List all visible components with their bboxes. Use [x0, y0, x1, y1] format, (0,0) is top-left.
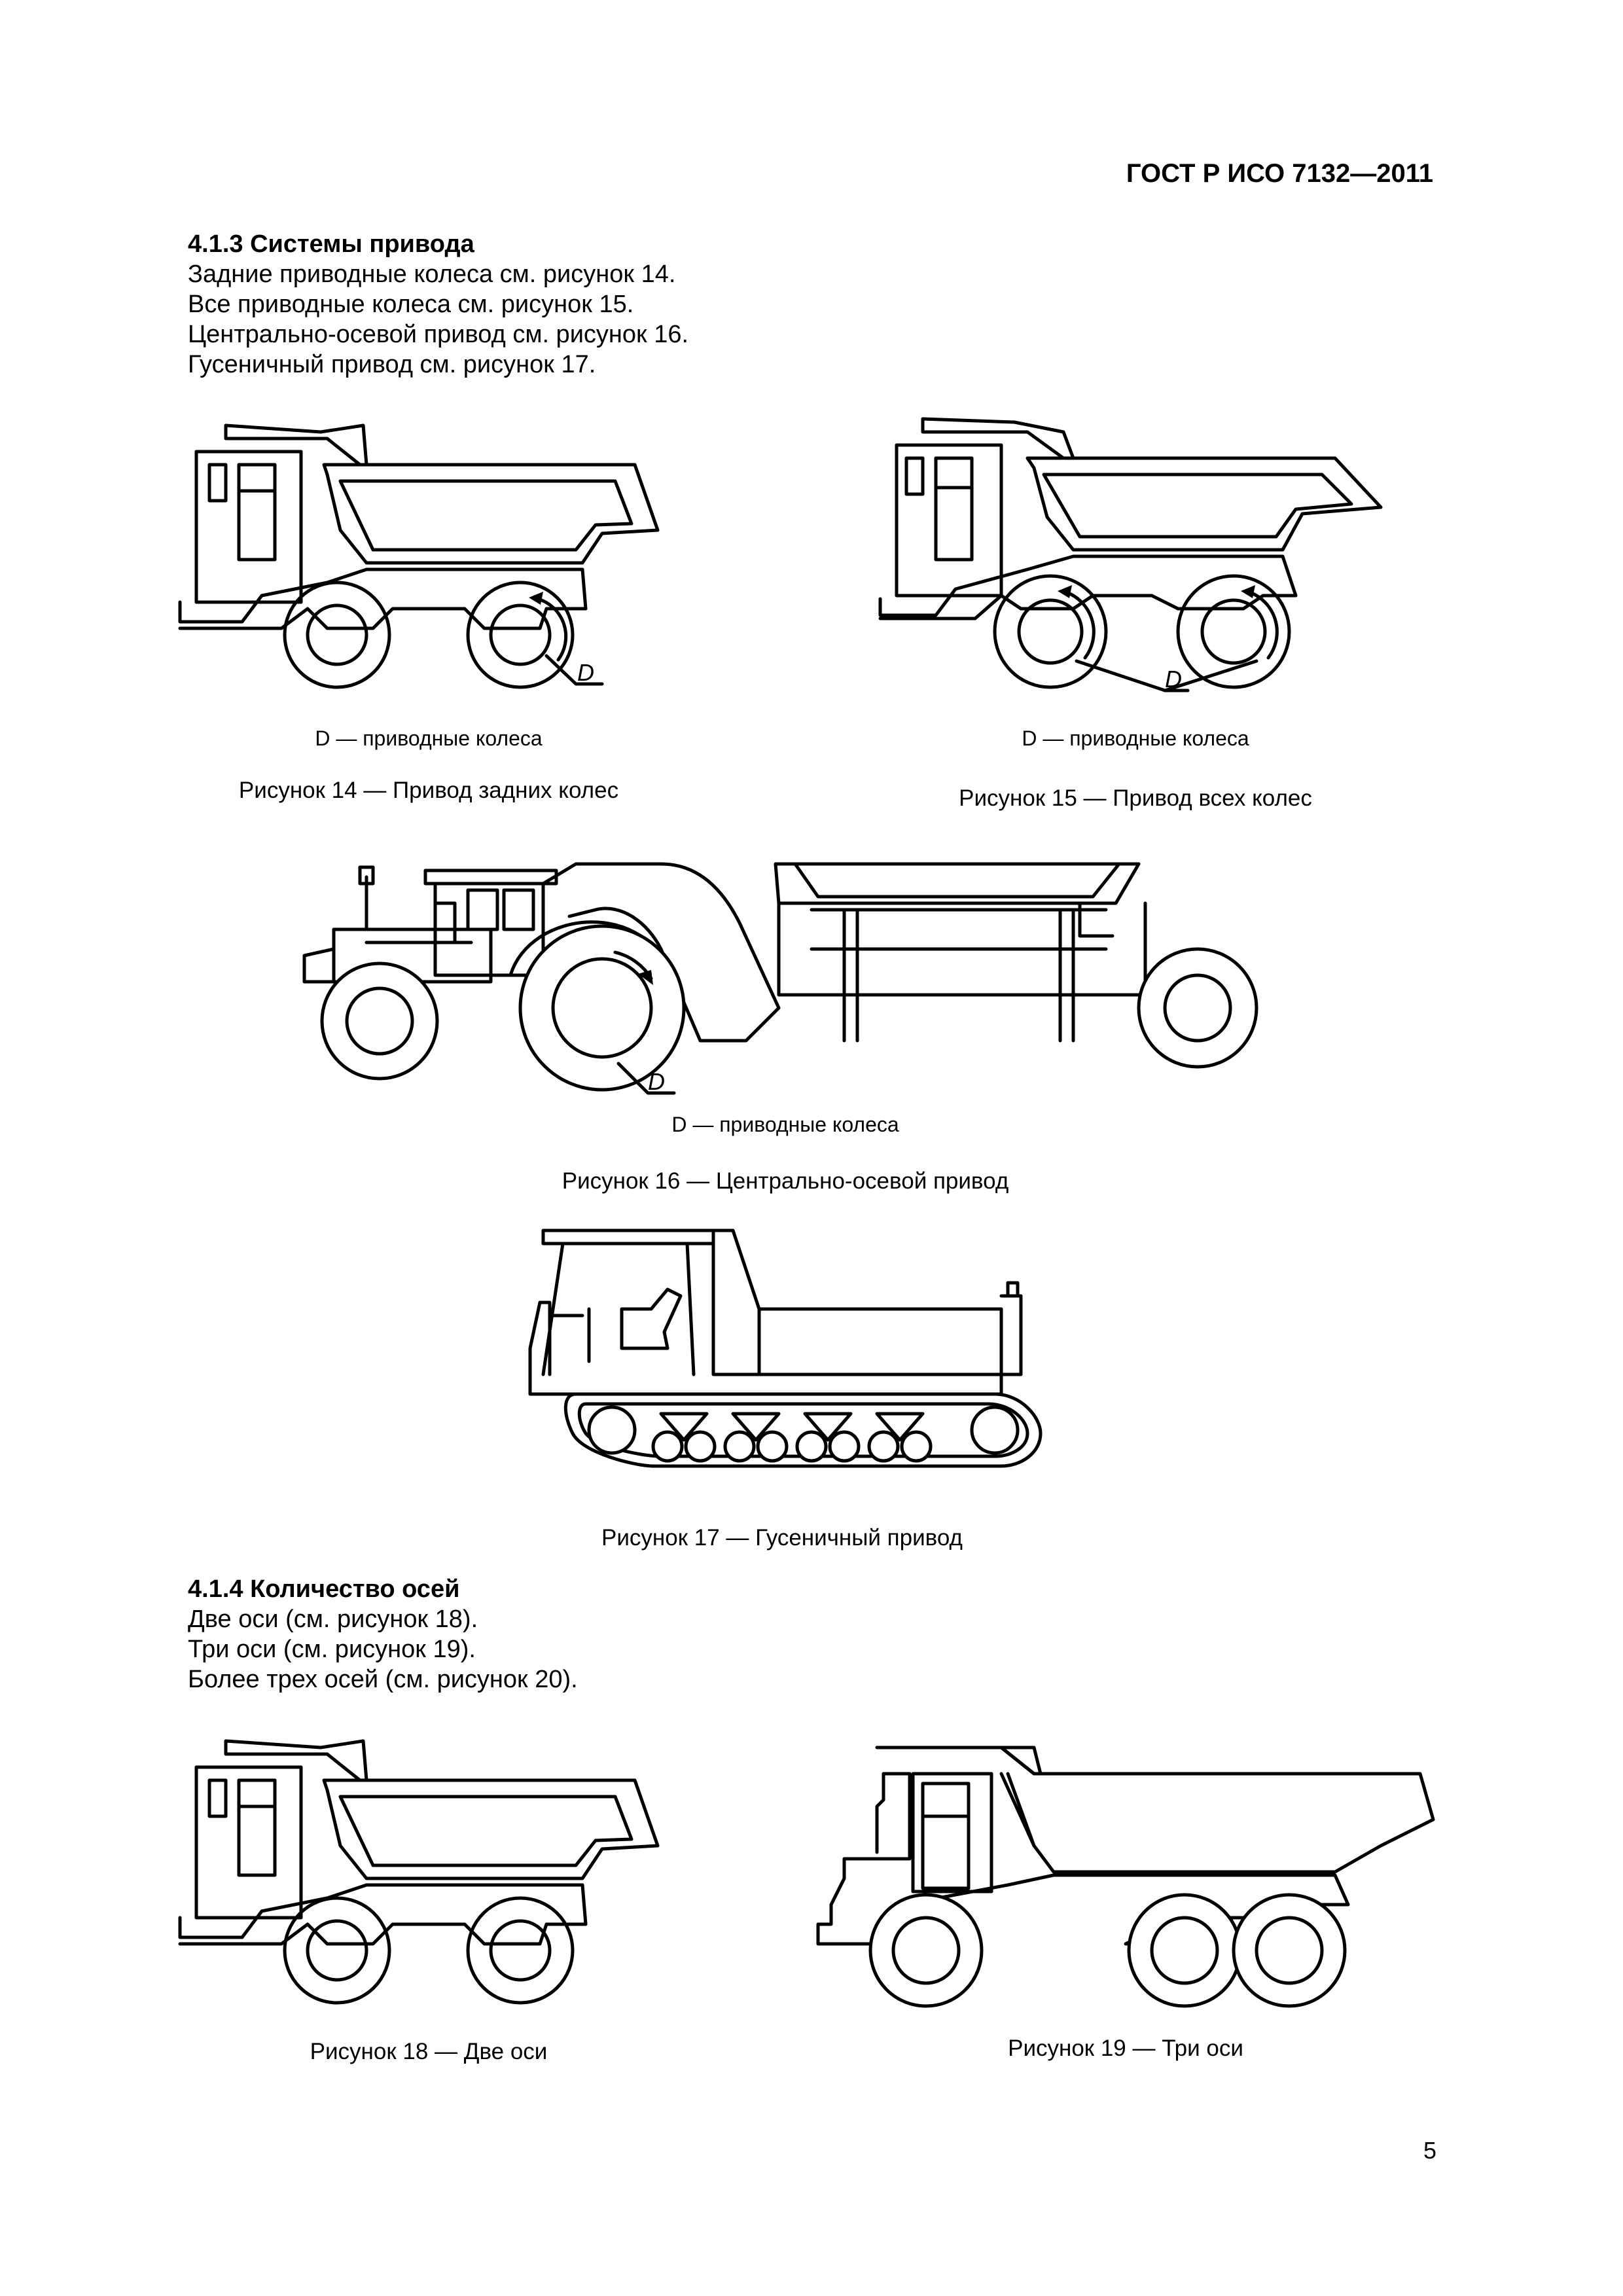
figure-14-drawing: D	[178, 423, 660, 689]
marker-d: D	[648, 1068, 665, 1095]
figure-16-legend: D — приводные колеса	[671, 1113, 899, 1136]
figure-17-drawing	[528, 1229, 1043, 1468]
figure-16-drawing: D	[302, 862, 1258, 1095]
page-number: 5	[1423, 2137, 1437, 2164]
figure-15-caption: Рисунок 15 — Привод всех колес	[959, 785, 1312, 811]
figure-19-drawing	[816, 1746, 1435, 2008]
figure-14-legend: D — приводные колеса	[315, 726, 543, 750]
figure-18-drawing	[178, 1739, 660, 2005]
body-line: Задние приводные колеса см. рисунок 14.	[188, 260, 676, 288]
section-title: 4.1.3 Системы привода	[188, 230, 474, 258]
figure-16-caption: Рисунок 16 — Центрально-осевой привод	[562, 1168, 1009, 1194]
marker-d: D	[577, 659, 594, 686]
body-line: Более трех осей (см. рисунок 20).	[188, 1666, 578, 1693]
body-line: Все приводные колеса см. рисунок 15.	[188, 291, 634, 318]
figure-15-drawing: D	[878, 417, 1383, 692]
figure-19-caption: Рисунок 19 — Три оси	[1008, 2036, 1243, 2061]
body-line: Центрально-осевой привод см. рисунок 16.	[188, 321, 689, 348]
document-id: ГОСТ Р ИСО 7132—2011	[1126, 159, 1433, 188]
figure-18-caption: Рисунок 18 — Две оси	[310, 2039, 548, 2064]
body-line: Гусеничный привод см. рисунок 17.	[188, 351, 596, 378]
figure-17-caption: Рисунок 17 — Гусеничный привод	[601, 1525, 963, 1551]
body-line: Три оси (см. рисунок 19).	[188, 1636, 476, 1663]
figure-14-caption: Рисунок 14 — Привод задних колес	[238, 778, 619, 803]
section-4-1-4: 4.1.4 Количество осей Две оси (см. рисун…	[188, 1574, 578, 1695]
section-title: 4.1.4 Количество осей	[188, 1575, 460, 1603]
figure-15-legend: D — приводные колеса	[1022, 726, 1249, 750]
section-4-1-3: 4.1.3 Системы привода Задние приводные к…	[188, 229, 688, 380]
body-line: Две оси (см. рисунок 18).	[188, 1605, 478, 1633]
marker-d: D	[1165, 666, 1182, 692]
